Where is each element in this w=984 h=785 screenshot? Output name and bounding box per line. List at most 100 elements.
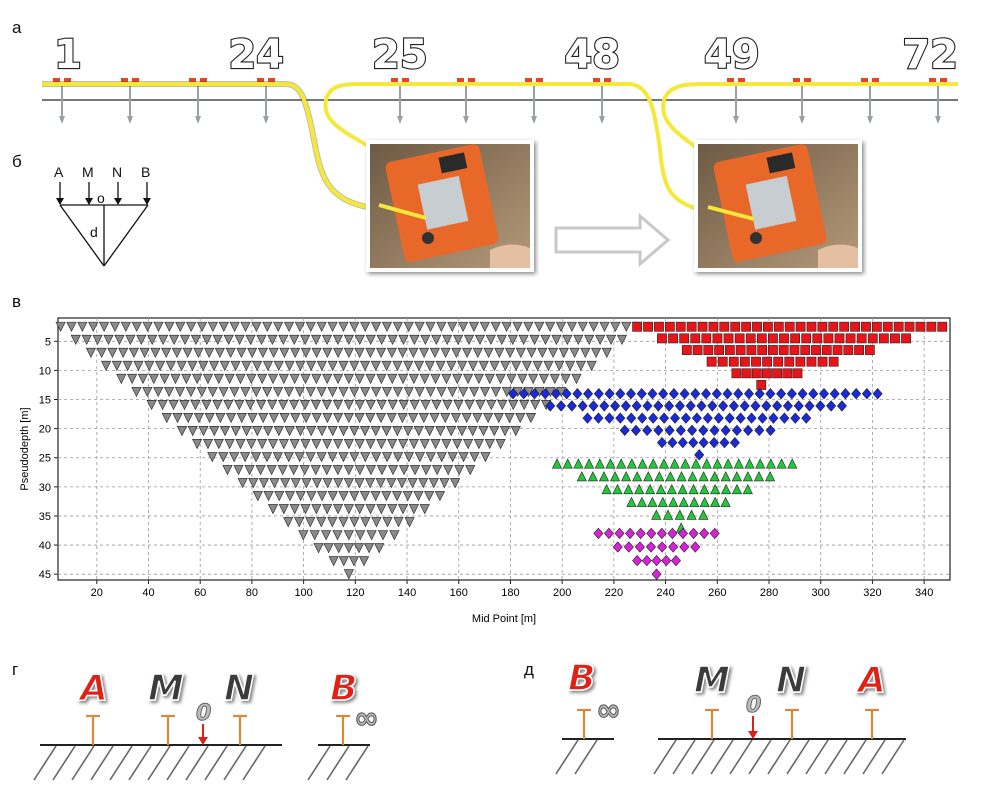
data-point xyxy=(636,388,647,400)
data-point xyxy=(547,347,559,359)
data-point xyxy=(610,400,621,412)
data-point xyxy=(646,527,657,540)
data-point xyxy=(247,347,258,359)
data-point xyxy=(662,509,674,520)
data-point xyxy=(486,399,497,411)
data-point xyxy=(376,439,387,450)
data-point xyxy=(632,471,643,482)
data-point xyxy=(403,360,414,372)
data-point xyxy=(306,360,317,372)
data-point xyxy=(244,465,255,476)
data-point xyxy=(419,504,430,515)
data-point xyxy=(832,345,843,355)
data-point xyxy=(560,373,571,385)
data-point xyxy=(677,483,688,495)
data-point xyxy=(696,400,707,412)
data-point xyxy=(235,373,246,385)
data-point xyxy=(440,347,451,359)
electrode-number-label: 24 xyxy=(228,32,284,78)
data-point xyxy=(174,386,186,398)
data-point xyxy=(707,400,718,412)
data-point xyxy=(360,517,371,528)
data-point xyxy=(280,478,291,489)
data-point xyxy=(569,347,580,359)
data-point xyxy=(450,412,462,424)
data-point xyxy=(893,321,904,332)
data-point xyxy=(245,334,256,346)
data-point xyxy=(435,426,446,437)
data-point xyxy=(338,360,349,372)
data-point xyxy=(305,452,316,463)
data-point xyxy=(272,386,284,398)
data-point xyxy=(595,334,606,346)
electrode xyxy=(121,78,139,124)
data-point xyxy=(648,458,659,469)
data-point xyxy=(376,465,388,476)
data-point xyxy=(561,388,572,400)
data-point xyxy=(717,356,728,367)
data-point xyxy=(657,496,668,507)
data-point xyxy=(867,333,878,344)
data-point xyxy=(269,478,280,489)
data-point xyxy=(343,412,354,424)
data-point xyxy=(157,399,168,411)
data-point xyxy=(311,347,322,359)
data-point xyxy=(359,491,371,502)
data-point xyxy=(207,386,218,398)
data-point xyxy=(298,530,309,541)
data-point xyxy=(397,373,409,385)
data-point xyxy=(392,321,403,333)
data-point xyxy=(172,412,183,424)
data-point xyxy=(218,321,229,333)
data-point xyxy=(836,400,847,412)
data-point xyxy=(338,426,349,437)
data-point xyxy=(829,388,840,400)
data-point xyxy=(377,530,389,541)
data-point xyxy=(419,373,430,385)
data-point xyxy=(137,373,149,385)
x-tick-label: 240 xyxy=(656,587,674,599)
data-point xyxy=(436,452,447,463)
data-point xyxy=(689,496,700,507)
data-point xyxy=(593,527,604,540)
data-point xyxy=(430,439,441,450)
data-point xyxy=(393,517,404,528)
data-point xyxy=(631,400,642,412)
data-point xyxy=(697,321,708,332)
data-point xyxy=(656,527,667,540)
data-point xyxy=(273,360,284,372)
x-tick-label: 340 xyxy=(915,587,933,599)
data-point xyxy=(327,517,338,528)
data-point xyxy=(573,458,584,469)
data-point xyxy=(756,380,767,390)
data-point xyxy=(711,388,722,400)
data-point xyxy=(387,439,398,450)
data-point xyxy=(490,386,502,398)
data-point xyxy=(480,452,491,463)
data-point xyxy=(255,465,266,476)
data-point xyxy=(828,356,839,367)
data-point xyxy=(88,321,99,333)
data-point xyxy=(338,386,349,398)
data-point xyxy=(284,360,295,372)
data-point xyxy=(598,471,610,482)
data-point xyxy=(147,334,158,346)
data-point xyxy=(447,321,458,333)
data-point xyxy=(204,347,215,359)
data-point xyxy=(386,478,397,489)
data-point xyxy=(583,388,594,400)
data-point xyxy=(616,334,628,346)
data-point xyxy=(703,345,714,355)
data-point xyxy=(168,399,179,411)
data-point xyxy=(409,399,420,411)
label-zero-left: 0 xyxy=(196,701,211,726)
data-point xyxy=(371,452,382,463)
data-point xyxy=(679,541,690,553)
data-point xyxy=(154,360,166,372)
arrow-down-icon xyxy=(198,737,208,745)
data-point xyxy=(389,530,400,541)
data-point xyxy=(685,400,696,412)
data-point xyxy=(733,458,744,469)
data-point xyxy=(316,360,327,372)
